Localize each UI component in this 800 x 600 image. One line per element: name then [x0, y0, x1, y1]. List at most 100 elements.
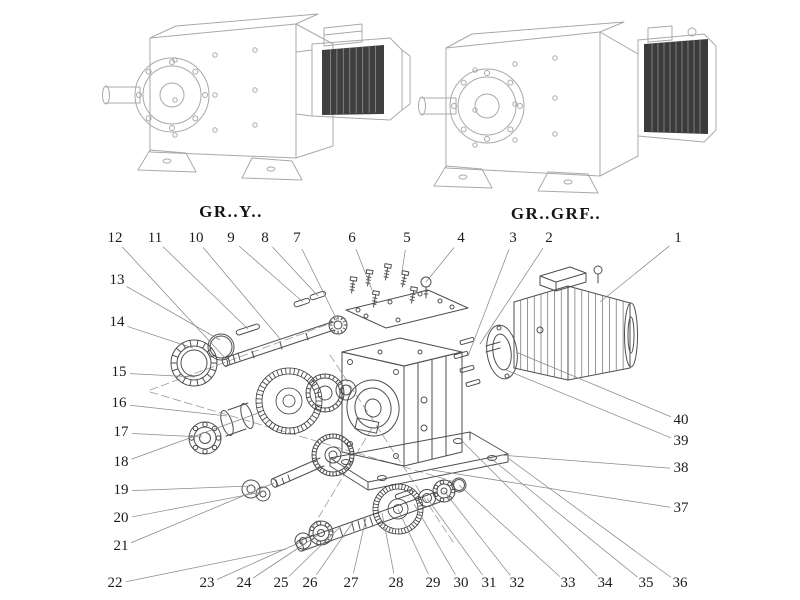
- retaining-ring: [451, 477, 467, 493]
- large-gear: [255, 367, 323, 435]
- callout-number-28: 28: [388, 574, 404, 591]
- callout-number-14: 14: [109, 313, 125, 330]
- output-flange: [134, 57, 210, 133]
- motor-rear-cap: [401, 49, 411, 111]
- leader-line-15: [129, 373, 196, 378]
- housing-front-face: [149, 23, 297, 159]
- callout-number-9: 9: [227, 229, 235, 246]
- callout-number-35: 35: [638, 574, 654, 591]
- leader-line-34: [461, 440, 598, 577]
- leader-line-7: [301, 248, 339, 323]
- housing-side-face: [403, 351, 463, 467]
- exploded-view: [149, 263, 638, 552]
- dowel-pin: [309, 290, 327, 301]
- motor-studs: [453, 337, 481, 387]
- housing-top-face: [341, 337, 463, 367]
- callout-number-34: 34: [597, 574, 613, 591]
- leader-line-20: [131, 491, 263, 518]
- oil-seal-ring: [170, 339, 218, 387]
- callout-number-25: 25: [273, 574, 289, 591]
- gear-housing: [341, 337, 463, 467]
- leader-line-36: [507, 457, 672, 578]
- nameplate: [354, 417, 380, 434]
- dowel-pin: [293, 297, 311, 308]
- leader-line-37: [431, 469, 671, 508]
- leader-line-26: [315, 521, 354, 576]
- leader-line-1: [599, 245, 670, 303]
- housing-ribs: [417, 355, 447, 463]
- housing-top-edge: [445, 21, 625, 49]
- callout-number-27: 27: [343, 574, 359, 591]
- callout-number-36: 36: [672, 574, 688, 591]
- shaft-key: [394, 489, 414, 500]
- shaft-key: [235, 323, 260, 336]
- small-bearing: [335, 379, 357, 401]
- callout-number-31: 31: [481, 574, 497, 591]
- callout-number-21: 21: [113, 537, 129, 554]
- leader-line-39: [505, 369, 671, 439]
- terminal-box: [647, 25, 673, 43]
- callout-number-26: 26: [302, 574, 318, 591]
- eye-bolt: [420, 276, 432, 299]
- housing-top-edge: [149, 13, 319, 39]
- leader-lines: [122, 245, 672, 583]
- motor-rear-cap: [624, 302, 638, 368]
- base-plate: [329, 431, 509, 491]
- leader-line-28: [381, 512, 395, 574]
- motor-shaft-stub: [485, 341, 501, 353]
- callout-number-1: 1: [674, 229, 682, 246]
- leader-line-5: [401, 249, 406, 273]
- leader-line-3: [467, 249, 510, 357]
- callout-number-4: 4: [457, 229, 465, 246]
- output-shaft-assembly: [294, 477, 467, 552]
- callout-number-20: 20: [113, 509, 129, 526]
- leader-line-38: [499, 454, 671, 469]
- lifting-eye: [593, 265, 603, 275]
- leader-line-9: [239, 245, 304, 303]
- callout-number-16: 16: [111, 394, 127, 411]
- leader-line-31: [426, 497, 483, 576]
- callout-number-40: 40: [673, 411, 689, 428]
- leader-line-24: [252, 532, 322, 579]
- compact-motor-block: [637, 25, 717, 143]
- mounting-feet: [433, 165, 599, 194]
- leader-line-33: [458, 484, 561, 577]
- callout-number-6: 6: [348, 229, 356, 246]
- input-pinion: [328, 315, 348, 335]
- callout-number-3: 3: [509, 229, 517, 246]
- lifting-eye: [687, 27, 697, 37]
- output-gear: [372, 483, 424, 535]
- leader-line-35: [487, 455, 638, 578]
- gearmotor-drawing-gr-y: [102, 13, 411, 181]
- leader-line-2: [479, 247, 544, 345]
- callout-number-13: 13: [109, 271, 125, 288]
- motor-body-rear: [567, 285, 631, 381]
- callout-number-10: 10: [188, 229, 204, 246]
- callout-number-23: 23: [199, 574, 215, 591]
- variant-label-gr-grf: GR..GRF..: [510, 204, 602, 223]
- top-cover-plate: [345, 289, 469, 329]
- gearmotor-drawing-gr-grf: [418, 21, 717, 194]
- leader-line-25: [288, 526, 341, 577]
- housing-front-face: [341, 351, 405, 467]
- output-shaft: [102, 85, 141, 105]
- callout-number-24: 24: [236, 574, 252, 591]
- housing-bolt-dots: [172, 47, 258, 138]
- construction-lines: [149, 317, 456, 546]
- leader-line-27: [353, 517, 367, 574]
- motor-fins: [651, 39, 701, 134]
- callout-number-22: 22: [107, 574, 123, 591]
- leader-line-4: [425, 247, 455, 283]
- callout-number-33: 33: [560, 574, 576, 591]
- output-shaft: [418, 96, 457, 116]
- motor-assembly: [485, 265, 638, 381]
- leader-line-14: [127, 326, 194, 349]
- input-shaft: [221, 315, 348, 367]
- roller-bearing: [188, 421, 222, 455]
- callout-number-18: 18: [113, 453, 129, 470]
- variant-label-gr-y: GR..Y..: [199, 202, 263, 221]
- terminal-box: [539, 266, 587, 292]
- callout-number-5: 5: [403, 229, 411, 246]
- leader-line-18: [131, 411, 262, 460]
